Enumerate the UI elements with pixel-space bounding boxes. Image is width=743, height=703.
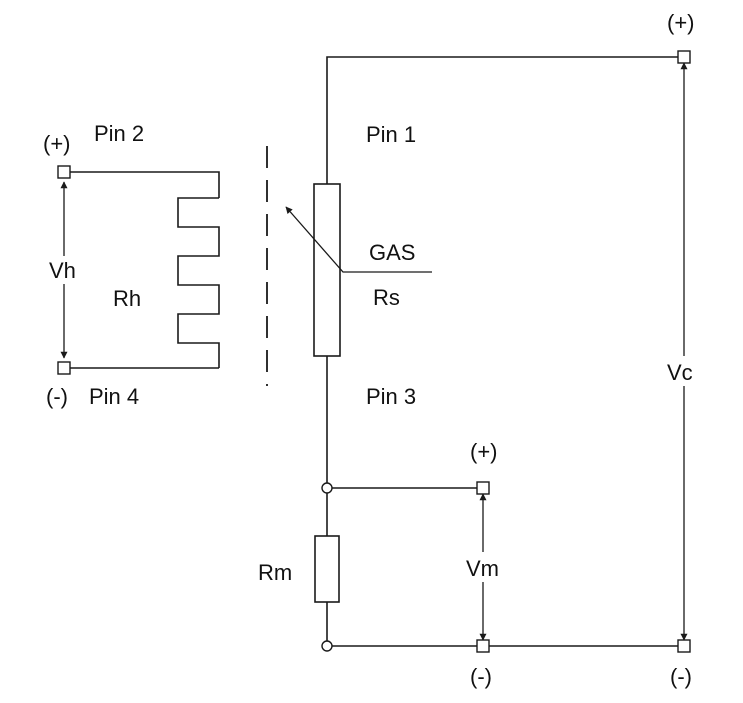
- pin1-wire: [326, 56, 678, 184]
- vm-label-bg: [464, 552, 514, 582]
- pin3-label: Pin 3: [366, 384, 416, 409]
- vm-minus-terminal: [476, 639, 490, 653]
- rm-label: Rm: [258, 560, 292, 585]
- pin2-label: Pin 2: [94, 121, 144, 146]
- vc-label-bg: [665, 356, 707, 386]
- vh-label-bg: [48, 256, 82, 284]
- vh-plus-label: (+): [43, 131, 71, 156]
- gas-arrow: [285, 206, 432, 273]
- vc-minus-terminal: [677, 639, 691, 653]
- heater-top-wire: [64, 171, 220, 198]
- rs-label: Rs: [373, 285, 400, 310]
- gas-label: GAS: [369, 240, 415, 265]
- heater-coil: [177, 197, 220, 368]
- pin2-terminal: [57, 165, 71, 179]
- vc-plus-terminal: [677, 50, 691, 64]
- rs-resistor: [313, 183, 341, 357]
- vh-minus-label: (-): [46, 384, 68, 409]
- vc-plus-label: (+): [667, 10, 695, 35]
- vm-label: Vm: [466, 556, 499, 581]
- pin1-label: Pin 1: [366, 122, 416, 147]
- vc-label: Vc: [667, 360, 693, 385]
- vh-label: Vh: [49, 258, 76, 283]
- pin4-label: Pin 4: [89, 384, 139, 409]
- vm-minus-label: (-): [470, 664, 492, 689]
- vc-minus-label: (-): [670, 664, 692, 689]
- node-top-junction: [321, 482, 333, 494]
- rh-label: Rh: [113, 286, 141, 311]
- vm-plus-label: (+): [470, 439, 498, 464]
- node-bottom-junction: [321, 640, 333, 652]
- rm-resistor: [314, 535, 340, 603]
- vm-plus-terminal: [476, 481, 490, 495]
- pin4-terminal: [57, 361, 71, 375]
